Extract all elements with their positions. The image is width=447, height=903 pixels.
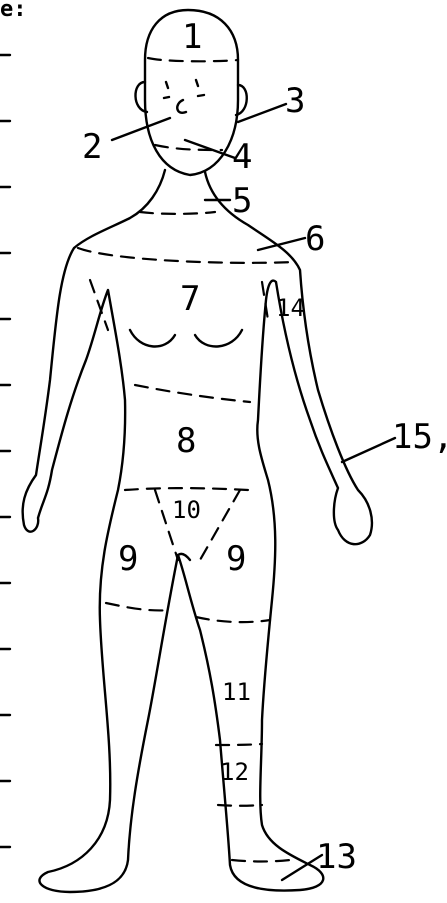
label-10: 10 [172, 496, 201, 524]
label-2: 2 [82, 127, 102, 167]
label-3: 3 [285, 81, 305, 121]
label-9-left: 9 [118, 539, 138, 579]
label-1: 1 [182, 17, 202, 57]
header-fragment: e: [0, 0, 27, 22]
label-5: 5 [232, 181, 252, 221]
face-features [164, 80, 204, 113]
label-12: 12 [220, 758, 249, 786]
label-15: 15, [392, 417, 447, 457]
left-pec [130, 330, 175, 346]
label-13: 13 [316, 837, 357, 877]
label-9-right: 9 [226, 539, 246, 579]
label-6: 6 [305, 219, 325, 259]
region-labels: 1 2 3 4 5 6 7 8 9 9 10 11 12 13 14 15, [82, 17, 447, 877]
label-4: 4 [232, 137, 252, 177]
label-8: 8 [176, 421, 196, 461]
right-pec [195, 330, 242, 346]
label-14: 14 [276, 294, 305, 322]
margin-ticks [0, 55, 10, 847]
leader-lines [112, 104, 395, 880]
label-11: 11 [222, 678, 251, 706]
label-7: 7 [180, 279, 200, 319]
